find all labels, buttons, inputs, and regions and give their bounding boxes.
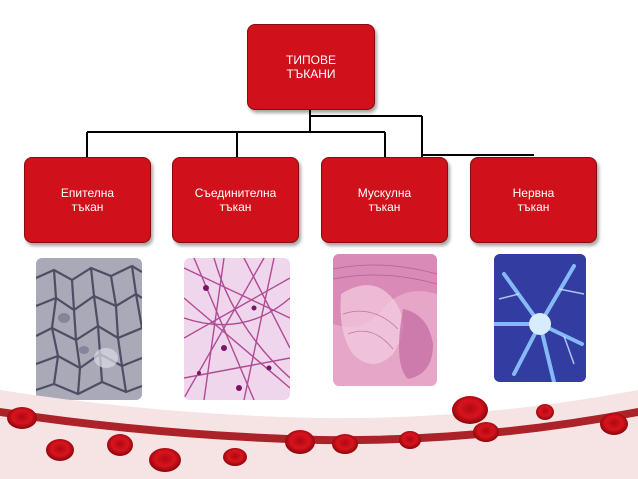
node-epithelial: Епителна тъкан	[24, 157, 151, 243]
root-label-line2: ТЪКАНИ	[286, 67, 336, 81]
node-muscle: Мускулна тъкан	[321, 157, 448, 243]
node-label-line2: тъкан	[71, 200, 104, 214]
node-label-line1: Епителна	[60, 186, 115, 200]
node-label-line2: тъкан	[517, 200, 550, 214]
node-label-line2: тъкан	[219, 200, 252, 214]
node-connective: Съединителна тъкан	[172, 157, 299, 243]
hierarchy-connectors	[86, 110, 534, 157]
epithelial-tissue-image	[36, 258, 142, 400]
node-label-line1: Нервна	[512, 186, 555, 200]
muscle-tissue-image	[333, 254, 437, 386]
root-node-tissue-types: ТИПОВЕ ТЪКАНИ	[247, 24, 375, 110]
node-label-line2: тъкан	[368, 200, 401, 214]
nerve-tissue-image	[494, 254, 586, 382]
node-label-line1: Съединителна	[194, 186, 277, 200]
root-label-line1: ТИПОВЕ	[286, 53, 336, 67]
blood-cells-banner	[0, 390, 638, 479]
node-nerve: Нервна тъкан	[470, 157, 597, 243]
connective-tissue-image	[184, 258, 290, 400]
node-label-line1: Мускулна	[357, 186, 412, 200]
